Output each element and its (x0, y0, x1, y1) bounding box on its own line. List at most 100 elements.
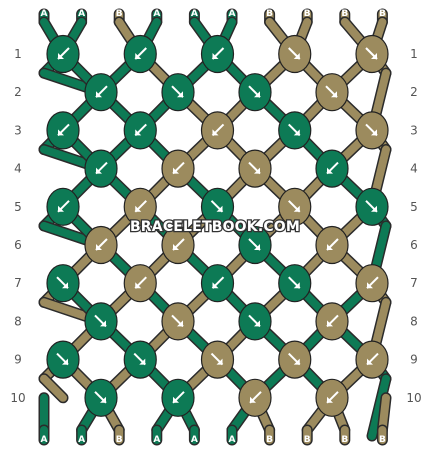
knot (200, 187, 235, 226)
knot (200, 340, 235, 379)
knot (315, 73, 349, 112)
top-string-letter: B (341, 9, 348, 19)
knot (123, 187, 157, 226)
bottom-string-letter: A (41, 435, 48, 445)
knot (123, 340, 157, 379)
arrow-head-icon (216, 205, 223, 212)
arrow-head-icon (62, 358, 68, 365)
watermark-text: BRACELETBOOK.COM (130, 219, 300, 235)
arrow-head-icon (100, 396, 106, 403)
knot (84, 225, 118, 265)
arrow-head-icon (293, 53, 300, 59)
arrow-head-icon (216, 358, 223, 365)
bottom-string-letter: B (341, 435, 348, 445)
row-label-right: 5 (410, 200, 418, 214)
row-label-right: 9 (410, 353, 418, 367)
arrow-head-icon (254, 167, 260, 174)
arrow-head-icon (212, 129, 219, 136)
arrow-head-icon (371, 53, 377, 59)
row-label-left: 3 (14, 123, 22, 137)
top-string-letter: A (191, 9, 198, 19)
bottom-string-letter: B (116, 435, 123, 445)
arrow-head-icon (100, 320, 106, 327)
row-label-left: 4 (14, 162, 22, 176)
knot (355, 34, 389, 74)
arrow-head-icon (327, 167, 333, 174)
arrow-head-icon (96, 244, 102, 250)
arrow-head-icon (293, 282, 300, 289)
knot (161, 302, 195, 341)
row-label-right: 1 (410, 47, 418, 61)
arrow-head-icon (371, 129, 377, 136)
bottom-string-letter: A (191, 435, 198, 445)
knot (355, 111, 389, 150)
arrow-head-icon (254, 244, 260, 250)
arrow-head-icon (177, 91, 183, 98)
row-label-right: 2 (410, 85, 418, 99)
arrow-head-icon (177, 320, 183, 327)
bottom-string-letter: B (304, 435, 311, 445)
knot (238, 149, 272, 188)
knot (161, 149, 195, 188)
arrow-head-icon (135, 205, 142, 212)
knot (355, 264, 389, 303)
top-string-letter: B (379, 9, 386, 19)
knot (161, 378, 195, 417)
row-label-right: 8 (410, 314, 418, 328)
knot (278, 34, 312, 74)
strand-segment (368, 374, 390, 440)
knot (355, 187, 389, 226)
knot (278, 340, 312, 379)
arrow-head-icon (173, 244, 179, 250)
knot (238, 73, 272, 112)
bottom-string-letter: A (153, 435, 160, 445)
knot (278, 264, 312, 303)
knot-grid (46, 34, 389, 417)
knot (355, 340, 389, 379)
row-label-left: 6 (14, 238, 22, 252)
arrow-head-icon (327, 320, 333, 327)
row-label-left: 5 (14, 200, 22, 214)
arrow-head-icon (135, 282, 142, 289)
arrow-head-icon (293, 205, 300, 212)
arrow-head-icon (212, 53, 219, 59)
knot (84, 73, 118, 112)
knot (46, 111, 80, 150)
knot (84, 149, 118, 188)
arrow-head-icon (327, 244, 333, 250)
arrow-head-icon (96, 91, 102, 98)
arrow-head-icon (135, 53, 142, 59)
arrow-head-icon (254, 91, 260, 98)
bottom-string-letter: A (78, 435, 85, 445)
arrow-head-icon (212, 282, 219, 289)
knot (46, 264, 80, 303)
arrow-head-icon (139, 358, 146, 365)
top-string-letter: A (153, 9, 160, 19)
arrow-head-icon (96, 167, 102, 174)
bottom-string-letter: B (266, 435, 273, 445)
knot (315, 225, 349, 265)
bottom-string-letter: A (229, 435, 236, 445)
row-label-left: 10 (10, 391, 25, 405)
row-label-right: 6 (410, 238, 418, 252)
arrow-head-icon (367, 282, 373, 289)
knot (123, 111, 157, 150)
knot (46, 187, 80, 226)
knot (200, 34, 235, 74)
arrow-head-icon (173, 396, 179, 403)
row-label-left: 8 (14, 314, 22, 328)
arrow-head-icon (135, 129, 142, 136)
knot (315, 378, 349, 417)
knot (315, 302, 349, 341)
row-label-left: 1 (14, 47, 22, 61)
knot (46, 340, 80, 379)
arrow-head-icon (58, 129, 64, 136)
knot (46, 34, 80, 74)
arrow-head-icon (173, 167, 179, 174)
knot (238, 225, 272, 265)
arrow-head-icon (327, 396, 333, 403)
top-string-letter: A (41, 9, 48, 19)
knot (161, 73, 195, 112)
